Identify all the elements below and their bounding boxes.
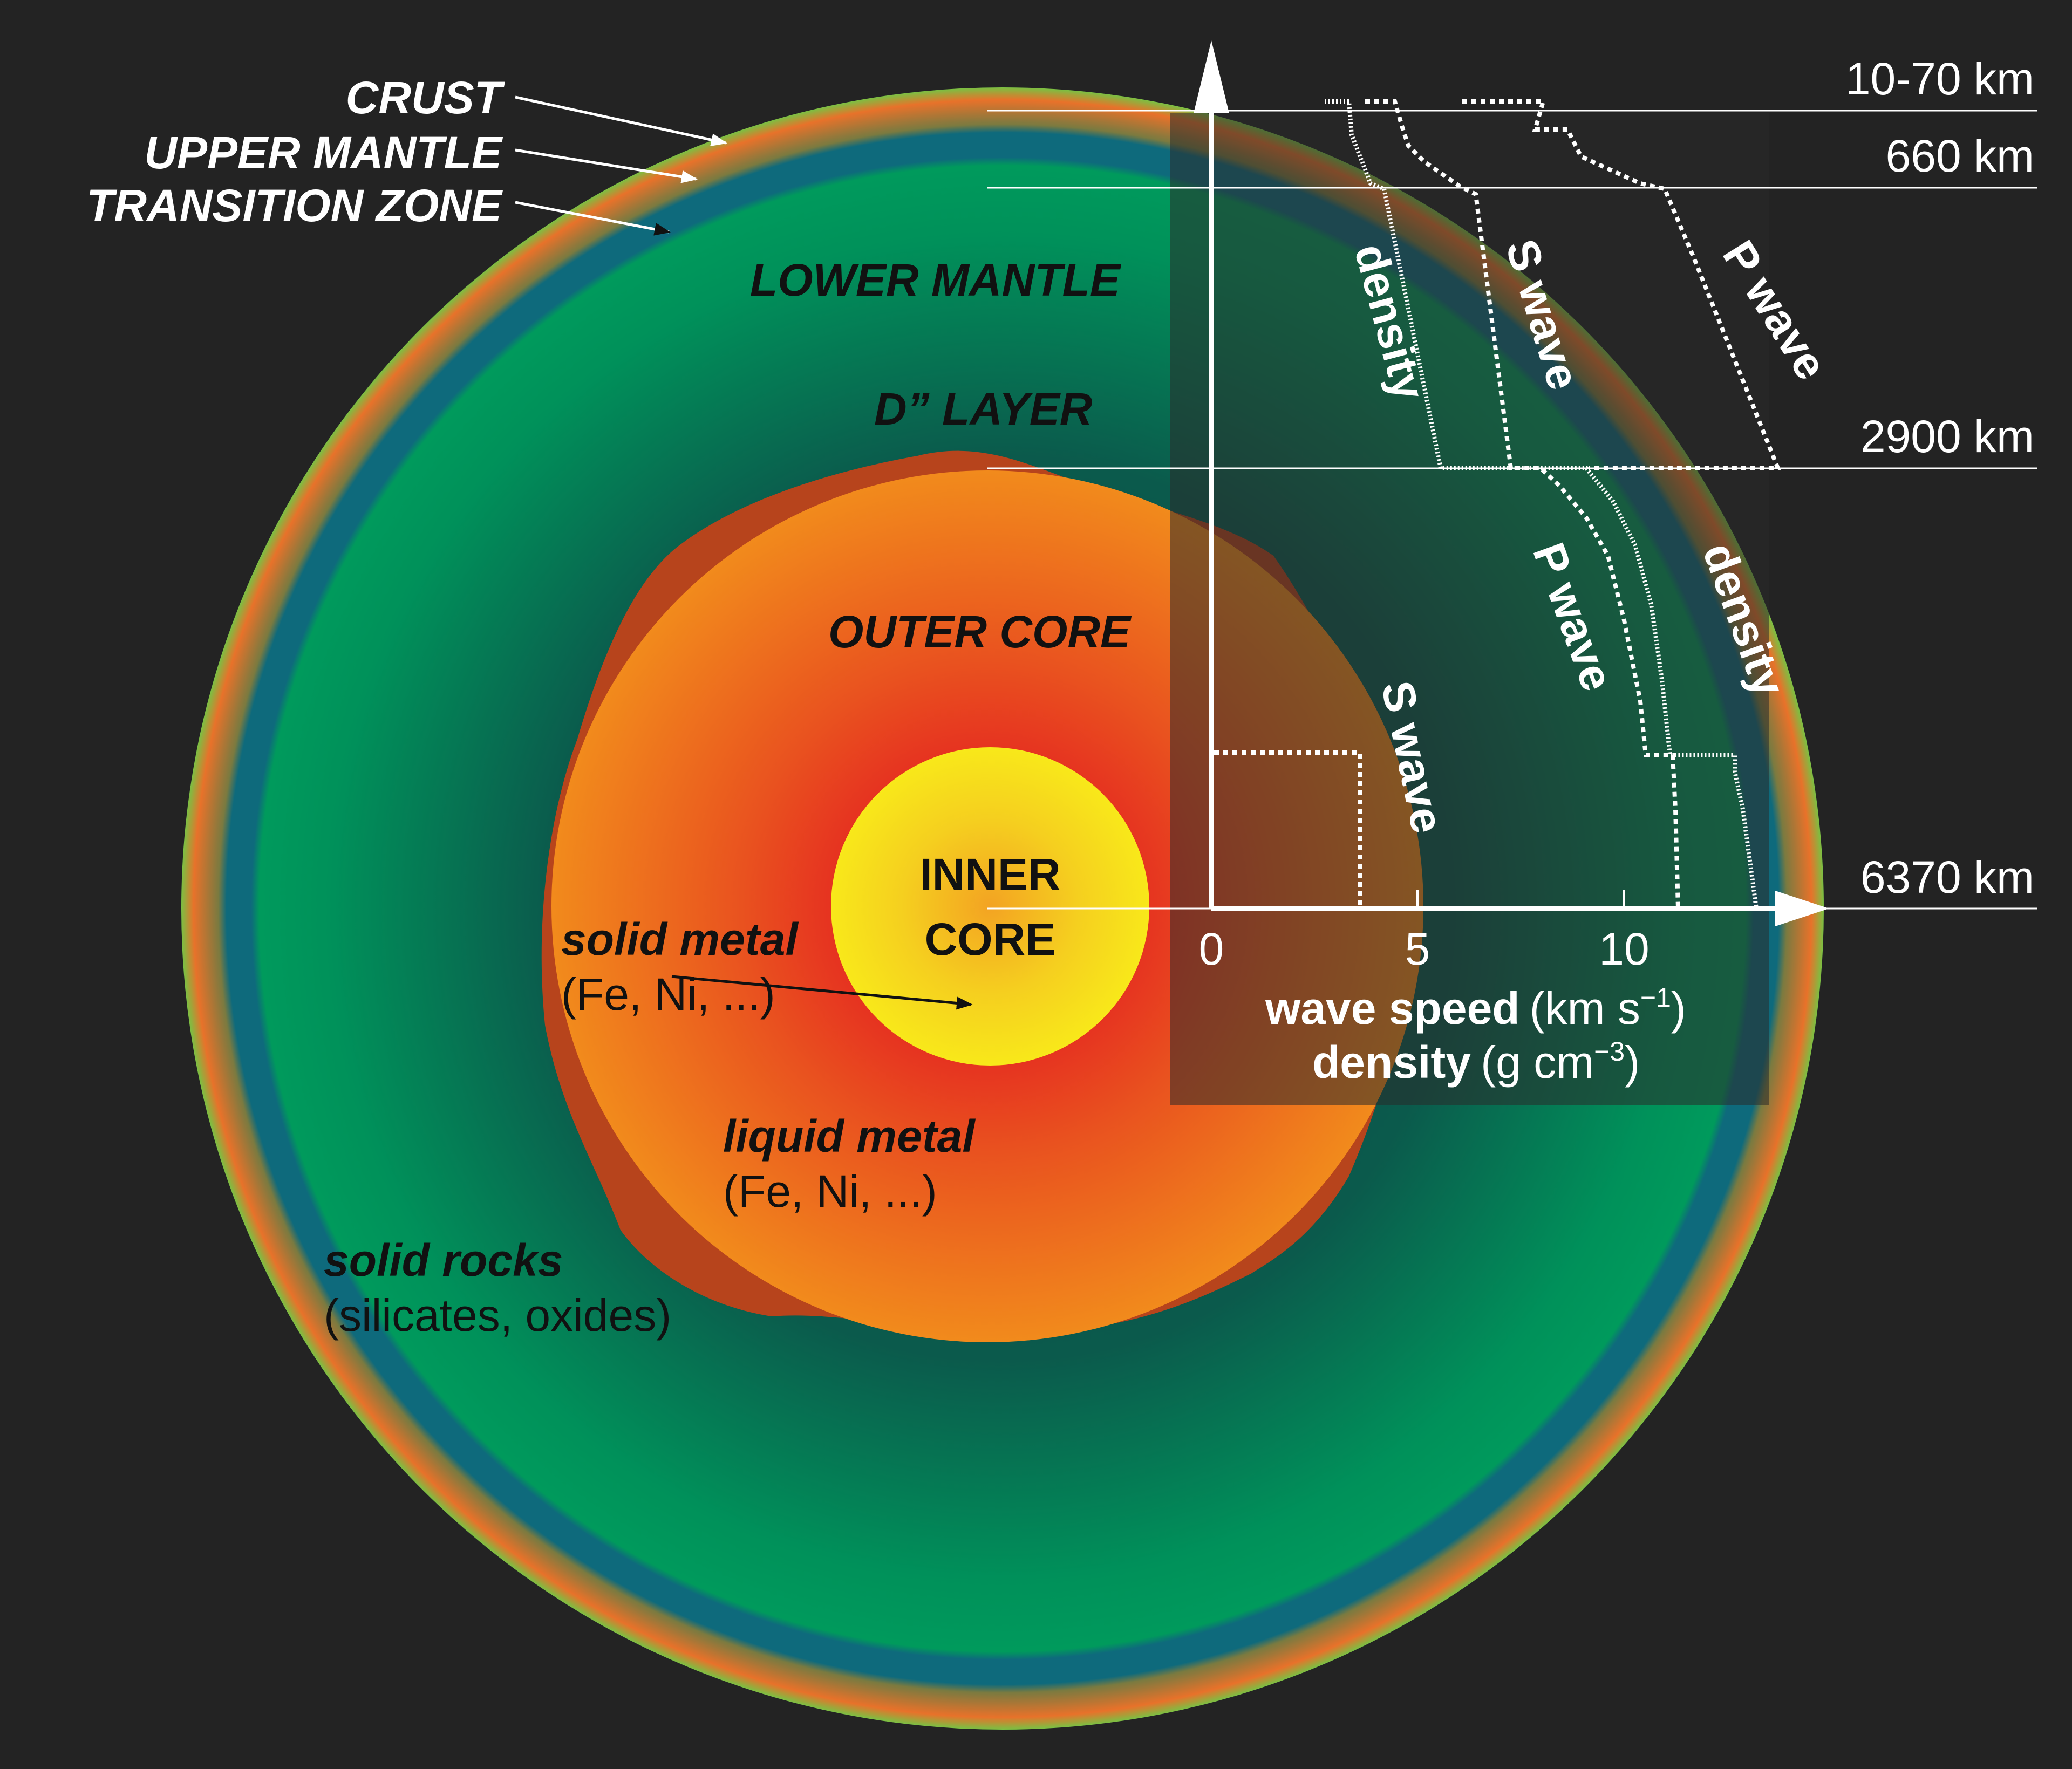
y-axis-title: density(g cm−3) [1312,1036,1640,1088]
solid-metal-label: solid metal [561,914,799,965]
x-axis-arrow [1775,891,1829,926]
solid-rocks-composition: (silicates, oxides) [324,1290,671,1341]
depth-label-2900: 2900 km [1860,411,2034,462]
tick-5: 5 [1405,924,1430,974]
liquid-metal-label: liquid metal [723,1111,976,1162]
graph-panel [1170,113,1769,1105]
liquid-metal-composition: (Fe, Ni, ...) [723,1166,937,1217]
crust-label: CRUST [346,72,506,123]
depth-label-660: 660 km [1886,131,2034,181]
material-labels: solid metal (Fe, Ni, ...) liquid metal (… [324,914,976,1341]
depth-label-6370: 6370 km [1860,852,2034,903]
transition-zone-arrow [515,201,671,236]
y-axis-arrow [1194,40,1229,113]
x-axis-ticks: 0 5 10 [1199,924,1650,974]
pointer-arrows [515,95,973,1010]
tick-10: 10 [1599,924,1649,974]
axis-title: wave speed(km s−1) density(g cm−3) [1265,982,1686,1088]
s-wave-inner-core [1214,750,1362,909]
outer-layer-labels: CRUST UPPER MANTLE TRANSITION ZONE [86,72,506,231]
lower-mantle-label: LOWER MANTLE [750,255,1122,305]
inner-core-label: INNER CORE [919,849,1060,965]
d-layer-label: D” LAYER [874,384,1093,434]
upper-mantle-arrow [515,148,698,183]
s-wave-profile [1365,99,1680,909]
solid-metal-arrow [671,975,973,1010]
solid-rocks-label: solid rocks [324,1235,563,1286]
interior-layer-labels: LOWER MANTLE D” LAYER OUTER CORE [750,255,1132,657]
inner-core [831,747,1149,1066]
outer-core-label: OUTER CORE [828,606,1132,657]
profiles [1214,99,1781,909]
depth-label-crust: 10-70 km [1845,53,2034,104]
solid-metal-composition: (Fe, Ni, ...) [561,969,775,1020]
upper-mantle-label: UPPER MANTLE [144,127,503,178]
density-profile [1325,99,1759,909]
transition-zone-label: TRANSITION ZONE [86,180,503,231]
inner-core-label-line2: CORE [925,914,1056,965]
crust-arrow [515,95,727,146]
graph-axes [1194,40,1829,926]
inner-core-label-line1: INNER [919,849,1060,900]
tick-0: 0 [1199,924,1224,974]
depth-labels: 10-70 km 660 km 2900 km 6370 km [1845,53,2034,903]
x-axis-title: wave speed(km s−1) [1265,982,1686,1034]
